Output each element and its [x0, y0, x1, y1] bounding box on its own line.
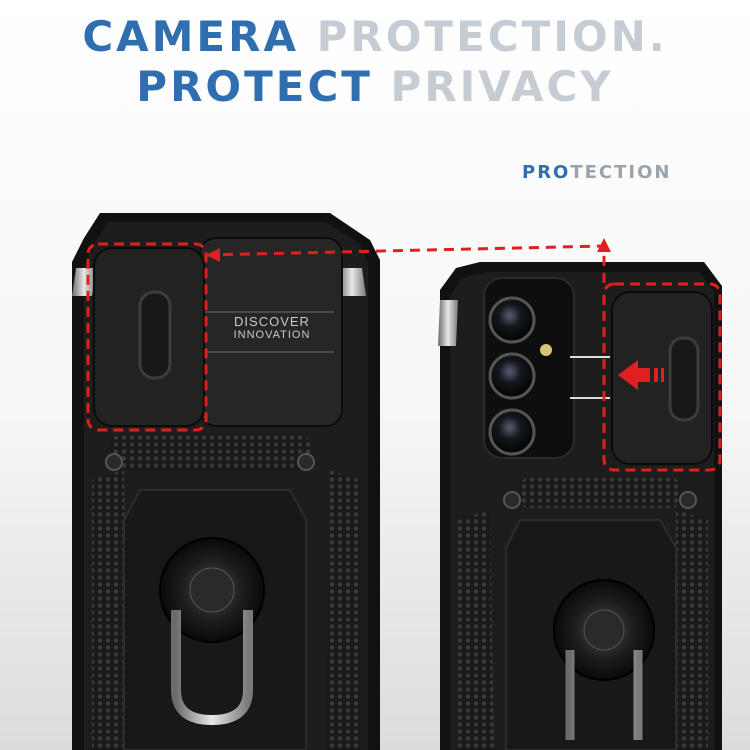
camera-lens-2-icon: [488, 352, 536, 400]
left-phone-case: [72, 213, 380, 750]
headline-line-2: PROTECT PRIVACY: [0, 62, 750, 111]
left-hex-grip-top: [110, 436, 310, 470]
left-side-armor-1: [92, 470, 128, 750]
slider-text-line-2: INNOVATION: [233, 329, 311, 341]
flash-icon: [540, 344, 552, 356]
left-ring-loop: [171, 610, 253, 726]
right-side-armor-2: [672, 510, 708, 750]
right-side-armor-1: [458, 510, 494, 750]
slide-direction-arrow-icon: [618, 360, 664, 390]
headline-protect: PROTECT: [136, 62, 391, 111]
slider-text-line-1: DISCOVER: [234, 314, 310, 329]
left-camera-highlight-box: [86, 242, 208, 432]
camera-lens-3-icon: [488, 408, 536, 456]
slider-engraving: DISCOVER INNOVATION: [212, 314, 332, 341]
headline-line-1: CAMERA PROTECTION.: [0, 12, 750, 61]
left-corner-bumper-right: [338, 268, 366, 296]
connector-arrow: [205, 238, 611, 284]
left-corner-bumper-left: [72, 268, 96, 296]
connector-arrowhead-left-icon: [206, 248, 220, 262]
protection-label-rest: TECTION: [570, 162, 672, 183]
headline-camera: CAMERA: [82, 12, 317, 61]
protection-label-highlight: PRO: [522, 162, 571, 183]
right-corner-bumper: [438, 300, 458, 346]
left-screw-icon-2: [297, 453, 315, 471]
left-screw-icon: [105, 453, 123, 471]
right-camera-highlight-box: [602, 282, 722, 472]
right-slide-grip-icon: [668, 336, 700, 422]
right-phone-case: [438, 262, 722, 750]
protection-label: PROTECTION: [522, 162, 672, 183]
camera-lens-1-icon: [488, 296, 536, 344]
left-slide-grip-icon: [138, 290, 172, 380]
left-side-armor-2: [326, 470, 360, 750]
right-hex-grip-top: [520, 478, 680, 508]
headline-privacy: PRIVACY: [390, 62, 614, 111]
connector-arrowhead-up-icon: [597, 238, 611, 252]
right-ring-loop: [565, 650, 643, 740]
headline-protection: PROTECTION.: [316, 12, 668, 61]
